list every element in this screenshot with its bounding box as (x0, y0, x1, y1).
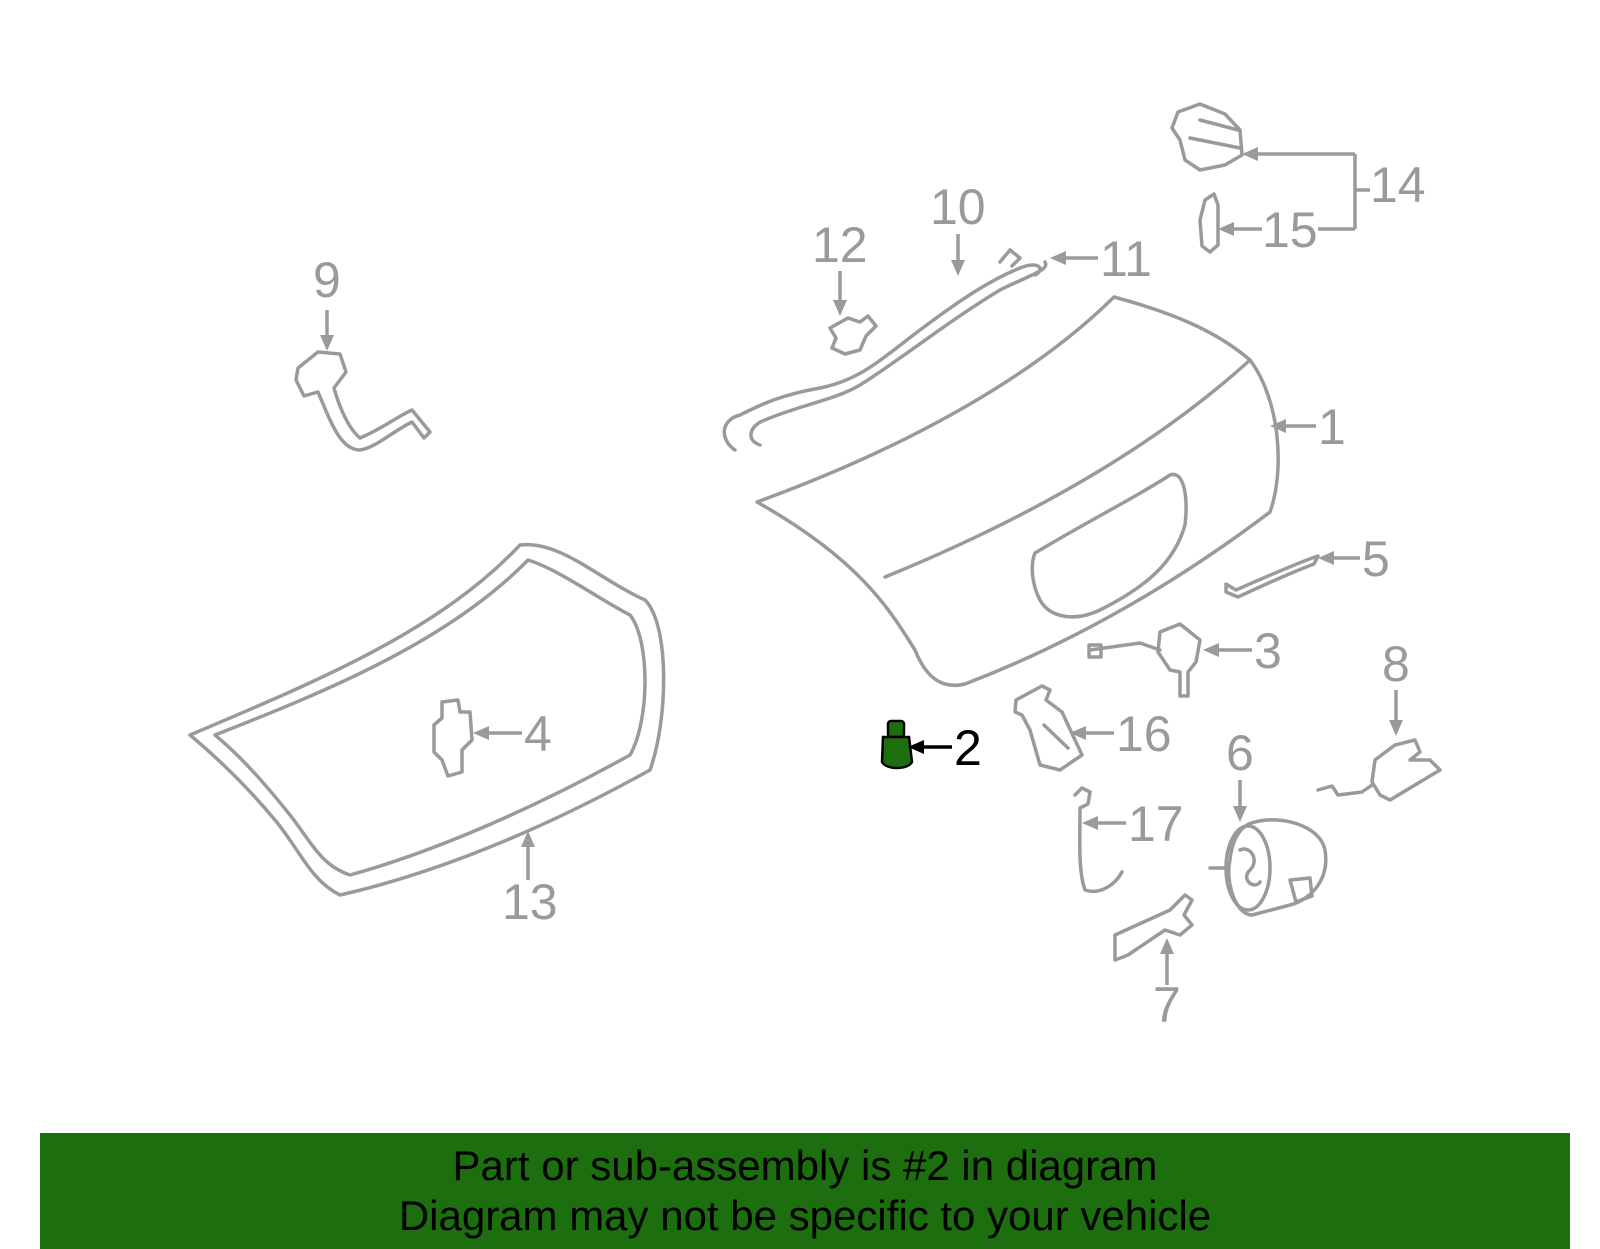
callout-17: 17 (1128, 796, 1184, 852)
part-1-trunk-lid[interactable] (755, 295, 1280, 687)
callout-7: 7 (1153, 977, 1181, 1033)
callout-14: 14 (1370, 157, 1426, 213)
footer-line-1: Part or sub-assembly is #2 in diagram (452, 1142, 1158, 1189)
callout-2: 2 (954, 720, 982, 776)
part-2-bumper[interactable] (880, 719, 914, 770)
callout-5: 5 (1362, 531, 1390, 587)
part-16-label[interactable] (1013, 684, 1084, 772)
part-7-bracket[interactable] (1113, 893, 1194, 962)
callout-13: 13 (502, 874, 558, 930)
leader-lines (320, 147, 1403, 985)
footer-banner: Part or sub-assembly is #2 in diagram Di… (40, 1133, 1570, 1249)
part-10-11-cables[interactable] (722, 248, 1048, 452)
part-15-switch[interactable] (1198, 192, 1220, 254)
part-14-handle[interactable] (1170, 102, 1244, 172)
callout-labels: 1 2 3 4 5 6 7 8 9 10 11 12 13 14 15 16 1… (313, 157, 1426, 1033)
part-5-rod[interactable] (1224, 554, 1320, 599)
part-6-lock-cylinder[interactable] (1208, 818, 1328, 917)
footer-line-2: Diagram may not be specific to your vehi… (398, 1192, 1212, 1239)
part-9-hinge[interactable] (294, 350, 432, 452)
callout-10: 10 (930, 179, 986, 235)
callout-4: 4 (524, 706, 552, 762)
callout-6: 6 (1226, 725, 1254, 781)
callout-8: 8 (1382, 636, 1410, 692)
part-4-bracket[interactable] (432, 698, 474, 778)
part-17-cable[interactable] (1073, 786, 1124, 893)
callout-15: 15 (1262, 202, 1318, 258)
part-12-clip[interactable] (828, 314, 878, 356)
part-8-actuator[interactable] (1316, 738, 1442, 802)
callout-3: 3 (1254, 623, 1282, 679)
part-3-latch[interactable] (1087, 622, 1202, 698)
callout-12: 12 (812, 217, 868, 273)
callout-1: 1 (1318, 399, 1346, 455)
callout-16: 16 (1116, 706, 1172, 762)
callout-9: 9 (313, 252, 341, 308)
part-13-weatherstrip[interactable] (188, 542, 666, 897)
callout-11: 11 (1100, 231, 1152, 287)
